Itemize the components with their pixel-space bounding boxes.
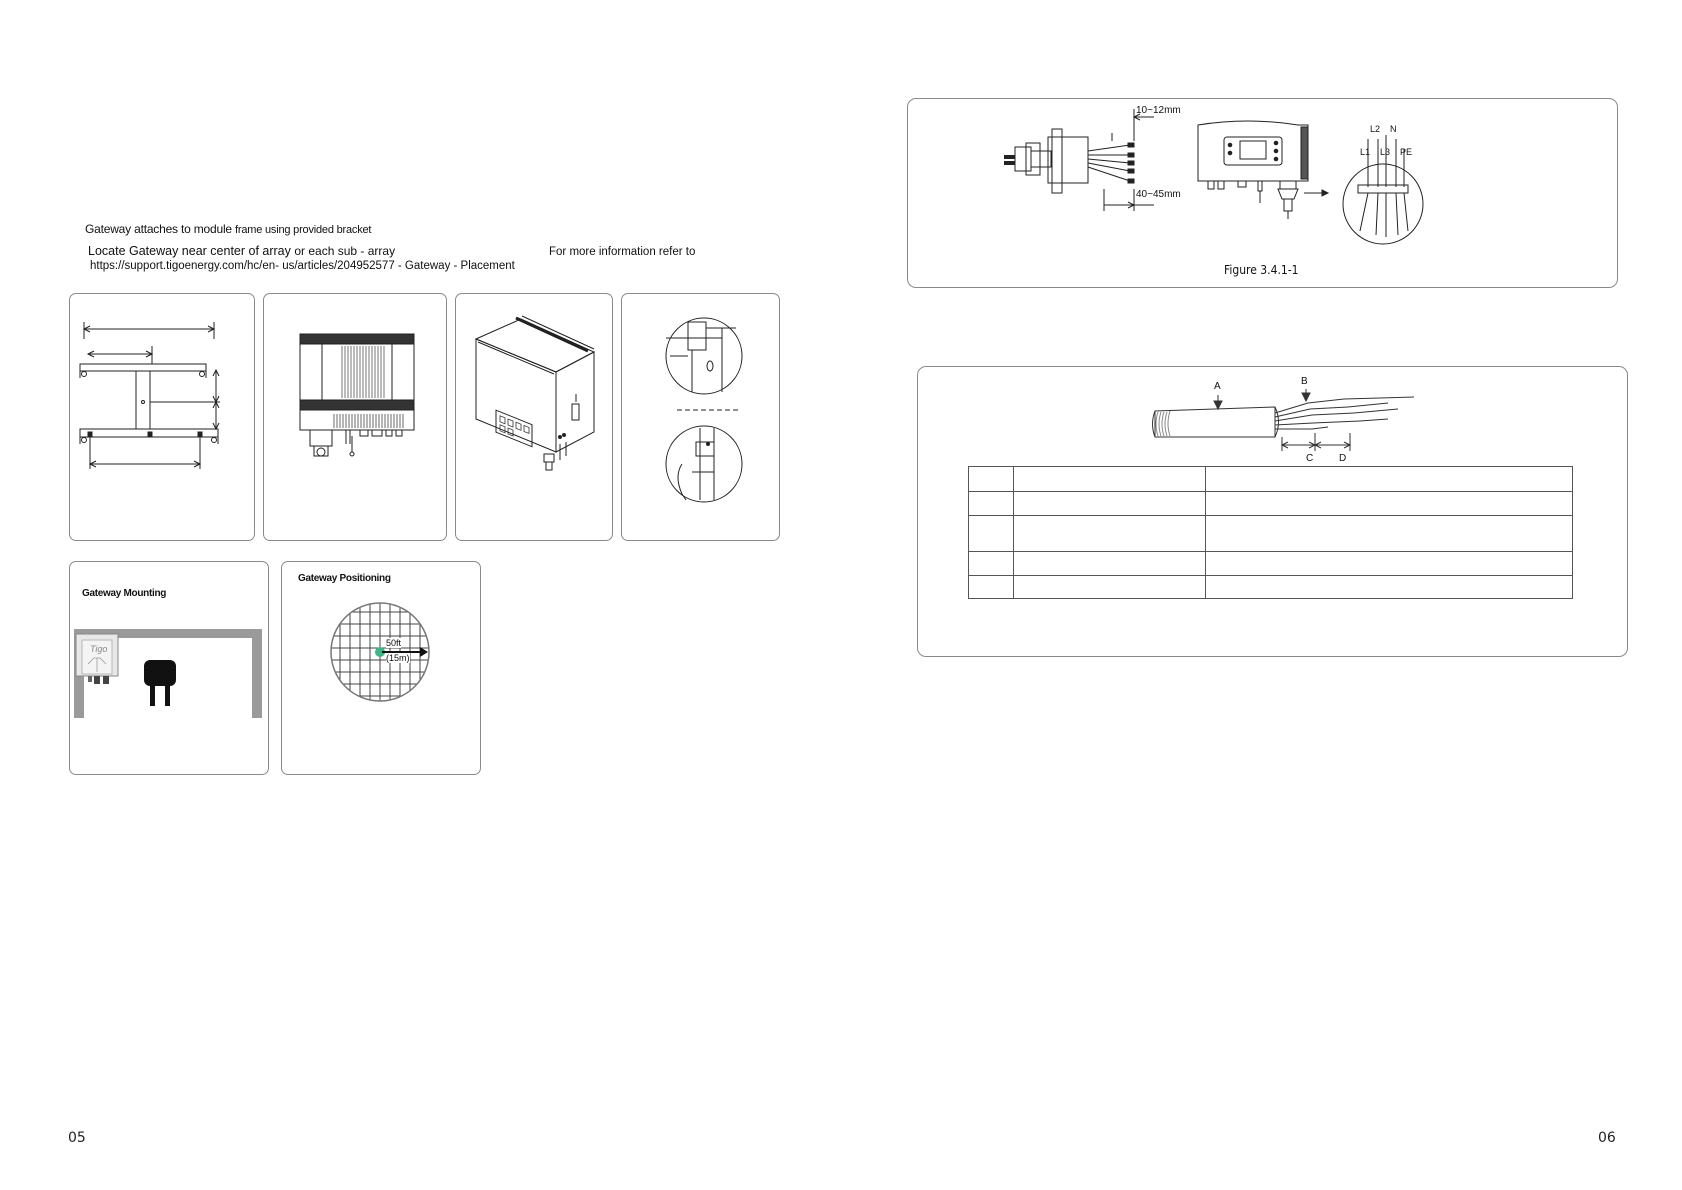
- table-cell: [1013, 551, 1206, 576]
- table-cell: [968, 575, 1014, 599]
- gateway-mounting-title: Gateway Mounting: [82, 588, 167, 599]
- cable-stripping-drawing: [1152, 389, 1415, 451]
- page-number-left: 05: [68, 1130, 86, 1146]
- tigo-logo: Tigo: [90, 644, 108, 654]
- inverter-isometric-panel: [455, 293, 613, 541]
- inverter-back-panel: [263, 293, 447, 541]
- inverter-back-drawing: [299, 333, 415, 457]
- hook-detail-drawing: [665, 317, 743, 503]
- bracket-dimension-drawing: [79, 322, 220, 469]
- intro-line-1-b: frame using provided bracket: [235, 224, 372, 236]
- figure-3-4-1-1-box: 10~12mm 40~45mm L2 N L1 L3 PE Figure 3.4…: [907, 98, 1618, 288]
- intro-line-1: Gateway attaches to module frame using p…: [85, 222, 371, 236]
- table-cell: [968, 491, 1014, 516]
- dim-bottom: 40~45mm: [1136, 189, 1181, 200]
- table-row: [968, 575, 1573, 599]
- label-pe: PE: [1400, 147, 1413, 157]
- table-cell: [968, 551, 1014, 576]
- bracket-dimension-panel: [69, 293, 255, 541]
- label-b: B: [1301, 376, 1308, 387]
- table-cell: [1013, 515, 1206, 552]
- intro-url: https://support.tigoenergy.com/hc/en- us…: [90, 260, 515, 272]
- gateway-positioning-title: Gateway Positioning: [298, 573, 391, 584]
- gateway-mounting-drawing: [74, 629, 262, 718]
- table-cell: [1013, 575, 1206, 599]
- intro-line-2-b: or each sub - array: [294, 244, 396, 258]
- table-cell: [1013, 491, 1206, 516]
- hook-detail-panel: [621, 293, 780, 541]
- label-a: A: [1214, 381, 1221, 392]
- label-n: N: [1390, 124, 1397, 134]
- cable-stripping-box: A B C D: [917, 366, 1628, 657]
- table-cell: [1205, 515, 1573, 552]
- table-cell: [968, 466, 1014, 492]
- table-row: [968, 466, 1573, 492]
- table-row: [968, 491, 1573, 516]
- table-row: [968, 551, 1573, 576]
- gateway-mounting-panel: Gateway Mounting Tigo: [69, 561, 269, 775]
- gateway-positioning-panel: Gateway Positioning 50ft (15m): [281, 561, 481, 775]
- cable-spec-table: [968, 466, 1573, 599]
- intro-line-2: Locate Gateway near center of array or e…: [88, 244, 395, 258]
- table-cell: [1205, 466, 1573, 492]
- figure-caption: Figure 3.4.1-1: [1224, 263, 1299, 277]
- table-cell: [1205, 551, 1573, 576]
- inverter-isometric-drawing: [474, 315, 596, 471]
- label-c: C: [1306, 453, 1314, 464]
- label-l1: L1: [1360, 147, 1371, 157]
- ac-connector-drawing: [1004, 109, 1424, 245]
- dim-top: 10~12mm: [1136, 105, 1181, 116]
- table-row: [968, 515, 1573, 552]
- label-d: D: [1339, 453, 1347, 464]
- label-l2: L2: [1370, 124, 1381, 134]
- table-cell: [1013, 466, 1206, 492]
- table-cell: [1205, 575, 1573, 599]
- gateway-positioning-drawing: [330, 602, 430, 702]
- label-l3: L3: [1380, 147, 1391, 157]
- intro-line-1-a: Gateway attaches to module: [85, 222, 232, 236]
- range-m: (15m): [386, 653, 410, 663]
- intro-line-2-a: Locate Gateway near center of array: [88, 244, 291, 258]
- table-cell: [968, 515, 1014, 552]
- page-number-right: 06: [1598, 1130, 1616, 1146]
- range-ft: 50ft: [386, 638, 402, 648]
- table-cell: [1205, 491, 1573, 516]
- intro-refer: For more information refer to: [549, 246, 696, 258]
